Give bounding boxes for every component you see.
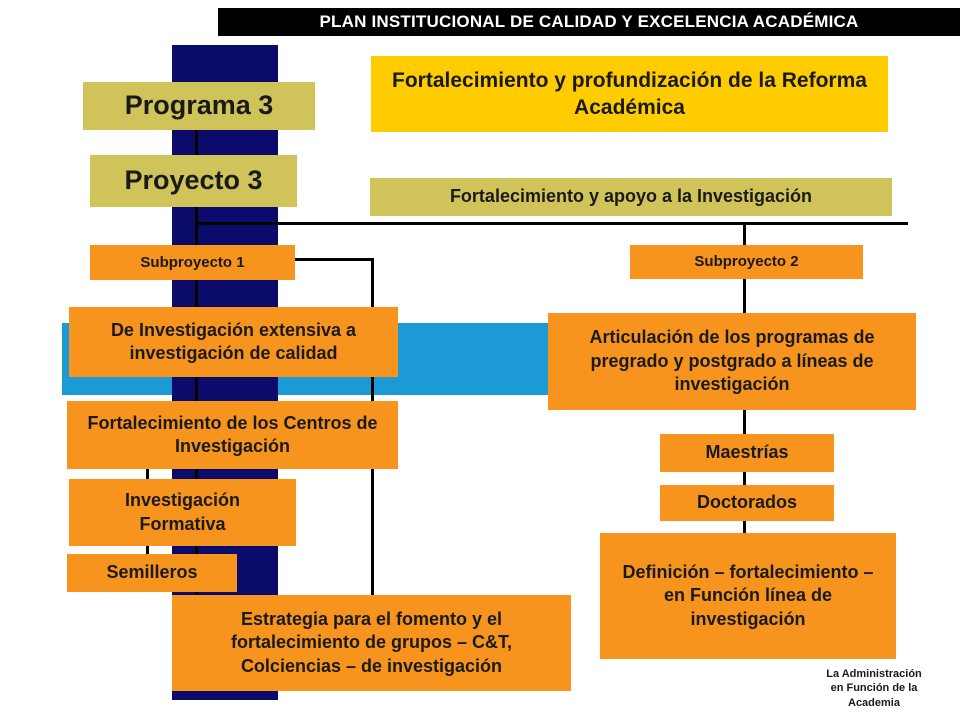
program-title: Fortalecimiento y profundización de la R… [371, 56, 888, 132]
connector-line [743, 408, 746, 436]
subproject-1-item: Estrategia para el fomento y el fortalec… [172, 595, 571, 691]
footer-line: La Administración [826, 668, 922, 680]
subproject-2-item: Doctorados [660, 485, 834, 521]
connector-line [146, 545, 149, 555]
subproject-2-item: Definición – fortalecimiento – en Funció… [600, 533, 896, 659]
project-title: Fortalecimiento y apoyo a la Investigaci… [370, 178, 892, 216]
page-title: PLAN INSTITUCIONAL DE CALIDAD Y EXCELENC… [218, 8, 960, 36]
subproject-2-item: Maestrías [660, 434, 834, 472]
footer-line: en Función de la [830, 682, 918, 695]
subproject-1-item: Semilleros [67, 554, 237, 592]
connector-line [743, 470, 746, 486]
subproject-1-item: De Investigación extensiva a investigaci… [69, 307, 398, 377]
footer-caption: La Administración en Función de la Acade… [808, 667, 940, 717]
connector-line [295, 258, 373, 261]
connector-line [146, 465, 149, 485]
subproject-2-label: Subproyecto 2 [630, 245, 863, 279]
connector-line [743, 519, 746, 535]
program-label: Programa 3 [83, 82, 315, 130]
subproject-1-item: Investigación Formativa [69, 479, 296, 546]
connector-line [195, 222, 908, 225]
project-label: Proyecto 3 [90, 155, 297, 207]
subproject-2-item: Articulación de los programas de pregrad… [548, 313, 916, 410]
subproject-1-item: Fortalecimiento de los Centros de Invest… [67, 401, 398, 469]
subproject-1-label: Subproyecto 1 [90, 245, 295, 280]
footer-line: Academia [848, 696, 900, 709]
